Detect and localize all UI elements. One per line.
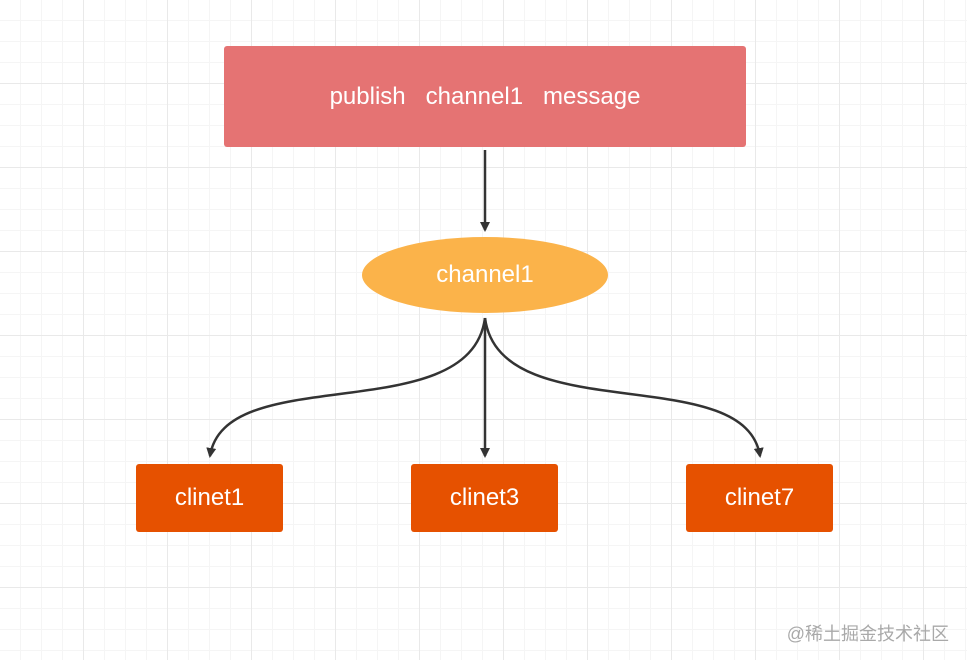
publish-node-label: publish channel1 message: [329, 82, 641, 110]
edge-channel-to-clinet7: [483, 317, 764, 458]
publish-node[interactable]: publish channel1 message: [224, 46, 746, 147]
client-node-label: clinet7: [724, 484, 795, 511]
edge-channel-to-clinet1: [206, 317, 487, 458]
client-node-clinet3[interactable]: clinet3: [411, 464, 558, 532]
watermark-text: @稀土掘金技术社区: [786, 624, 949, 644]
channel-node[interactable]: channel1: [362, 237, 608, 313]
client-node-clinet7[interactable]: clinet7: [686, 464, 833, 532]
client-node-clinet1[interactable]: clinet1: [136, 464, 283, 532]
client-node-label: clinet1: [174, 484, 245, 511]
channel-node-label: channel1: [436, 261, 534, 288]
client-node-label: clinet3: [449, 484, 520, 511]
